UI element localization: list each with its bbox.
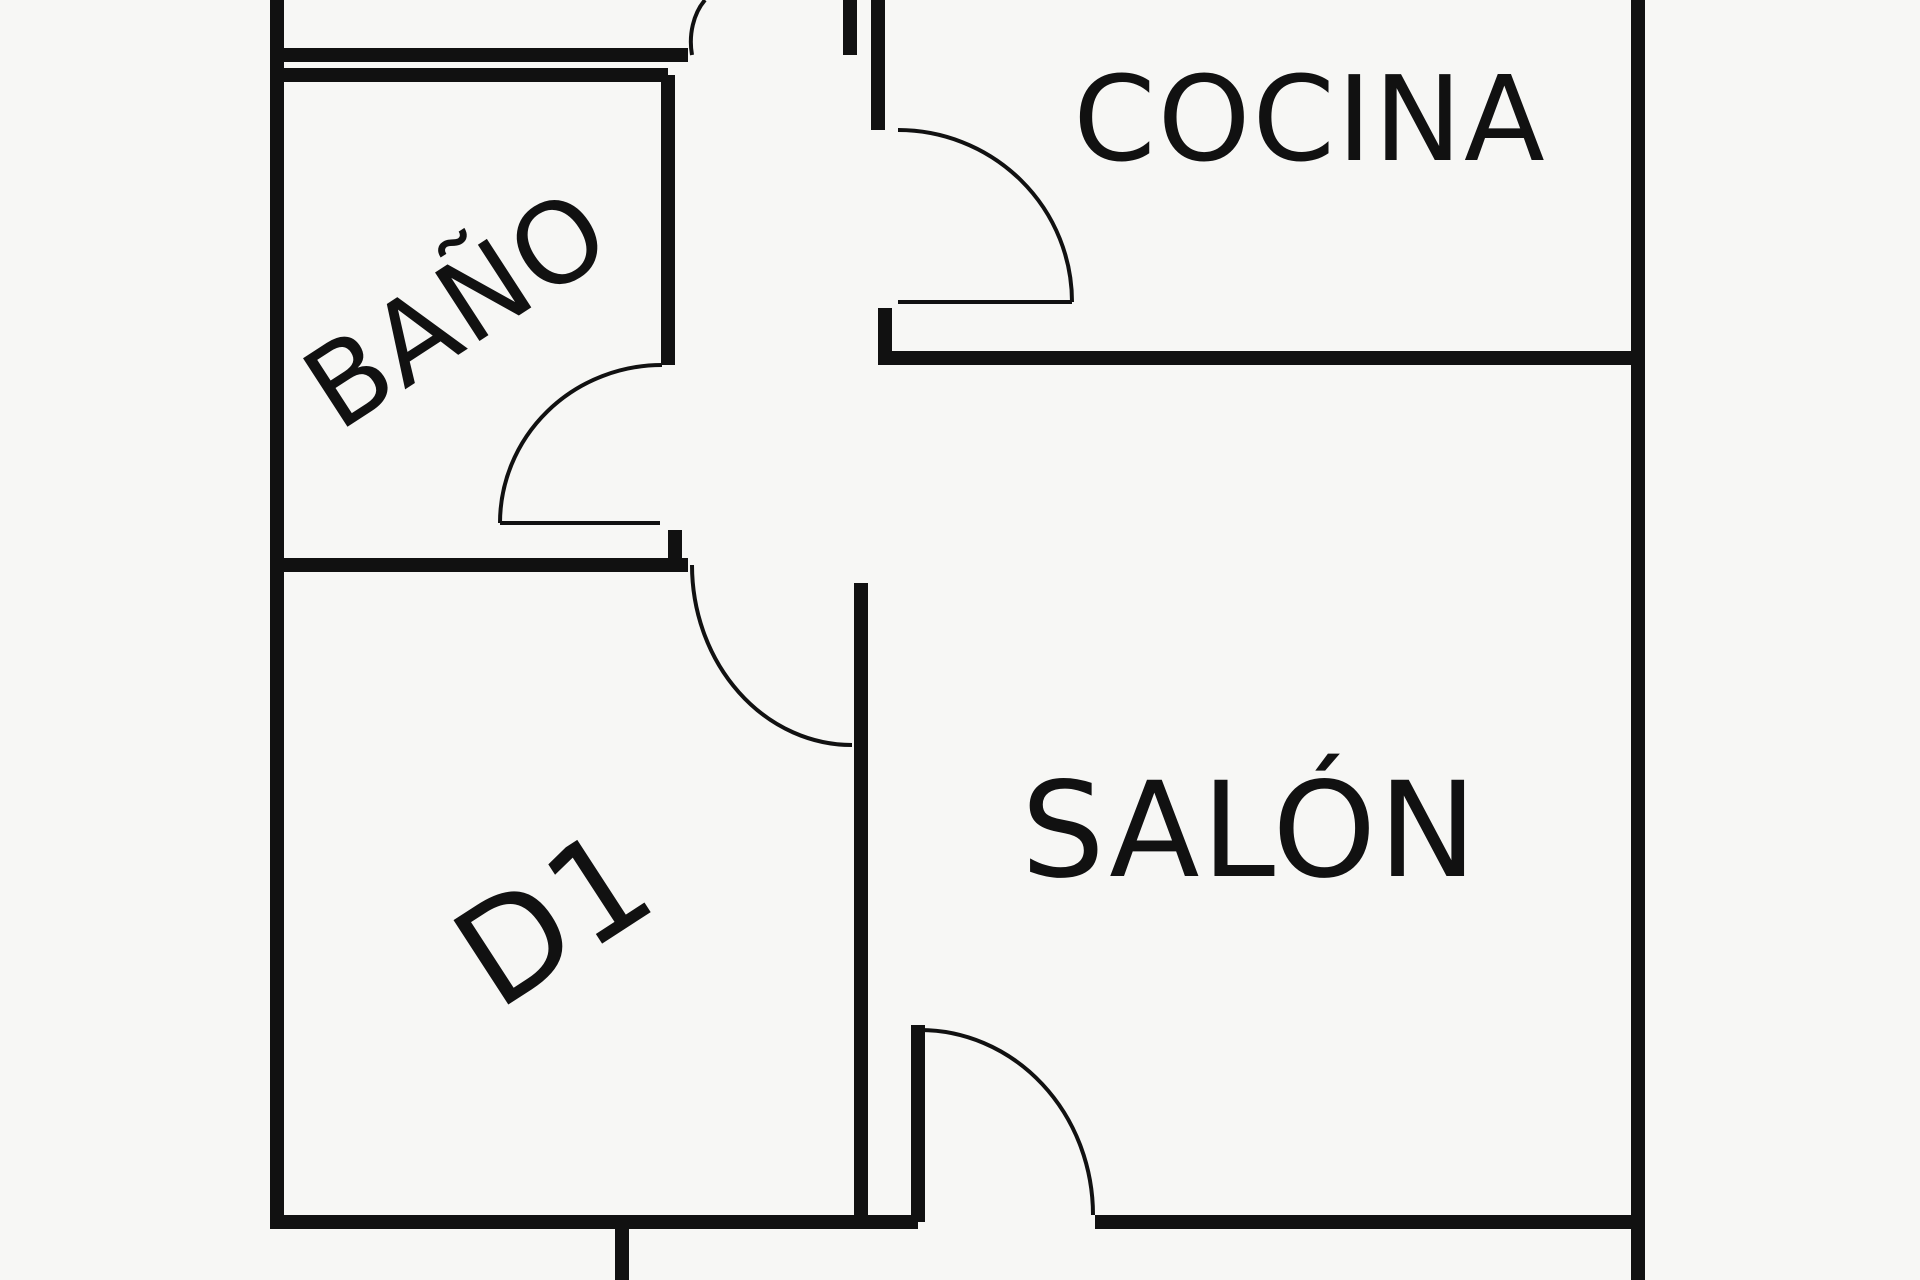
room-label-salon: SALÓN [1021, 753, 1479, 908]
room-label-d1: D1 [427, 797, 681, 1040]
door-kitchen-swing [897, 128, 1074, 303]
room-label-bano: BAÑO [282, 164, 633, 455]
room-label-cocina: COCINA [1073, 50, 1546, 188]
door-bedroom-swing [690, 564, 853, 747]
door-living-swing [919, 1028, 1095, 1216]
door-bathroom-swing [498, 363, 663, 524]
door-swing-top [688, 0, 707, 56]
